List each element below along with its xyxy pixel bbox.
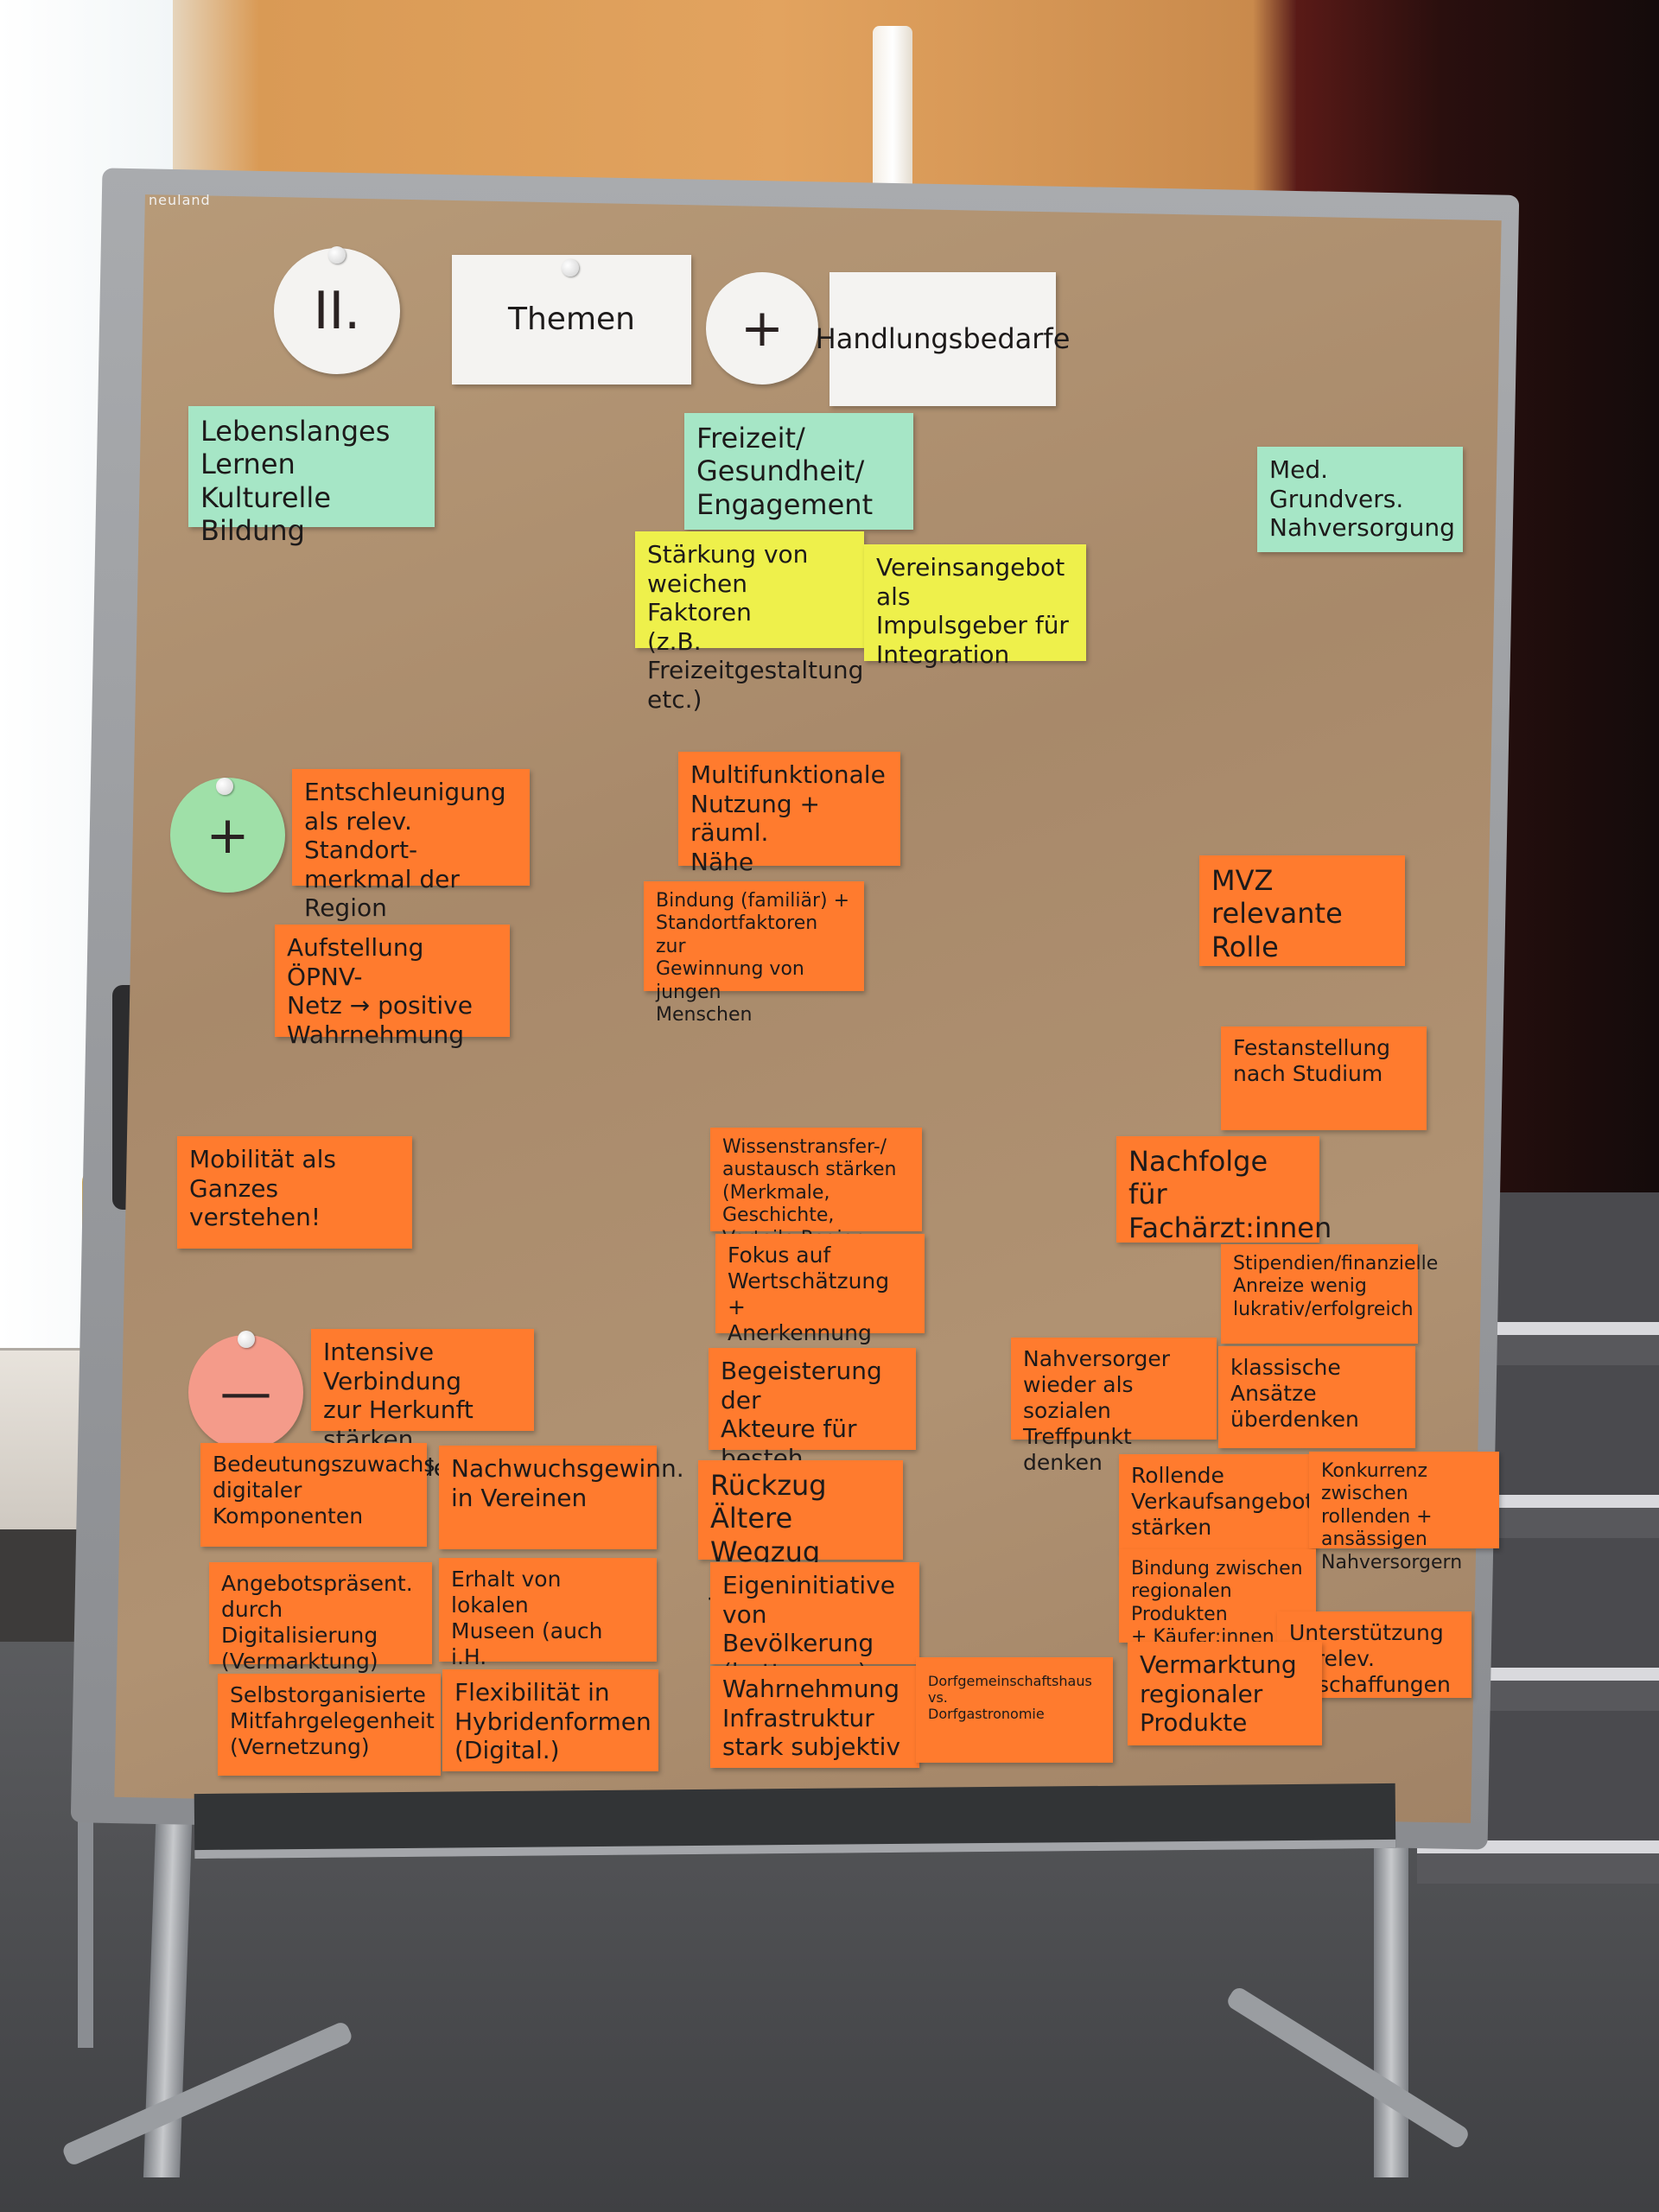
card-entschleunigung: Entschleunigung als relev. Standort- mer… [292, 769, 530, 922]
card-dorfgemeinschaftshaus: Dorfgemeinschaftshaus vs. Dorfgastronomi… [916, 1657, 1113, 1763]
card-begeisterung: Begeisterung der Akteure für besteh. Inf… [709, 1348, 916, 1501]
card-multifunktionale-nutzung: Multifunktionale Nutzung + räuml. Nähe [678, 752, 900, 876]
card-konkurrenz: Konkurrenz zwischen rollenden + ansässig… [1309, 1452, 1499, 1573]
card-nachwuchsgewinnung: Nachwuchsgewinn. in Vereinen [439, 1446, 684, 1549]
card-klassische-ansaetze: klassische Ansätze überdenken [1218, 1346, 1415, 1448]
pinboard-bottom-bar [194, 1783, 1396, 1859]
card-nahversorger: Nahversorger wieder als sozialen Treffpu… [1011, 1338, 1217, 1475]
card-rueckzug: Rückzug Ältere Wegzug Jüngere [698, 1460, 903, 1601]
card-fokus-wertschaetzung: Fokus auf Wertschätzung + Anerkennung Eh… [715, 1234, 925, 1371]
numeral-circle: II. [274, 248, 400, 374]
pin [562, 259, 579, 276]
card-mitfahrgelegenheit: Selbstorganisierte Mitfahrgelegenheit (V… [218, 1674, 441, 1776]
plus-circle: + [706, 272, 818, 385]
card-stipendien: Stipendien/finanzielle Anreize wenig luk… [1221, 1244, 1438, 1344]
card-bindung-produkte: Bindung zwischen regionalen Produkten + … [1119, 1549, 1316, 1648]
category-lebenslanges-lernen: Lebenslanges Lernen Kulturelle Bildung [188, 406, 435, 547]
card-erhalt-museen: Erhalt von lokalen Museen (auch i.H. Dig… [439, 1558, 657, 1695]
card-mobilitaet: Mobilität als Ganzes verstehen! [177, 1136, 412, 1249]
card-festanstellung: Festanstellung nach Studium [1221, 1027, 1427, 1130]
pin [328, 246, 346, 264]
card-rollende-verkaufsangebote: Rollende Verkaufsangebote stärken [1119, 1454, 1327, 1551]
minus-marker: — [188, 1335, 303, 1450]
yellow-card-vereinsangebot: Vereinsangebot als Impulsgeber für Integ… [864, 544, 1086, 669]
card-vermarktung-produkte: Vermarktung regionaler Produkte [1128, 1642, 1322, 1745]
board-brand-label: neuland [149, 192, 211, 208]
category-nahversorgung: Med. Grundvers. Nahversorgung [1257, 447, 1463, 552]
card-eigeninitiative: Eigeninitiative von Bevölkerung (bottom … [710, 1562, 919, 1687]
title-themen: Themen [452, 255, 691, 385]
title-handlungsbedarfe: Handlungsbedarfe [816, 272, 1070, 406]
card-wissenstransfer: Wissenstransfer-/ austausch stärken (Mer… [710, 1128, 922, 1272]
card-intensive-verbindung: Intensive Verbindung zur Herkunft stärke… [311, 1329, 534, 1482]
card-bindung-familiaer: Bindung (familiär) + Standortfaktoren zu… [644, 881, 864, 1026]
category-freizeit-gesundheit: Freizeit/ Gesundheit/ Engagement [684, 413, 913, 530]
pin [216, 778, 233, 795]
card-mvz: MVZ relevante Rolle [1199, 855, 1405, 966]
card-angebotspraesentation: Angebotspräsent. durch Digitalisierung (… [209, 1562, 432, 1674]
card-oepnv: Aufstellung ÖPNV- Netz → positive Wahrne… [275, 925, 510, 1049]
plus-marker: + [170, 778, 285, 893]
yellow-card-weiche-faktoren: Stärkung von weichen Faktoren (z.B. Frei… [635, 531, 864, 714]
card-flexibilitaet: Flexibilität in Hybridenformen (Digital.… [442, 1669, 658, 1771]
card-bedeutungszuwachs: Bedeutungszuwachs digitaler Komponenten [200, 1443, 435, 1547]
pin [238, 1331, 255, 1348]
card-nachfolge: Nachfolge für Fachärzt:innen [1116, 1136, 1332, 1244]
card-wahrnehmung-infrastruktur: Wahrnehmung Infrastruktur stark subjekti… [710, 1666, 919, 1768]
